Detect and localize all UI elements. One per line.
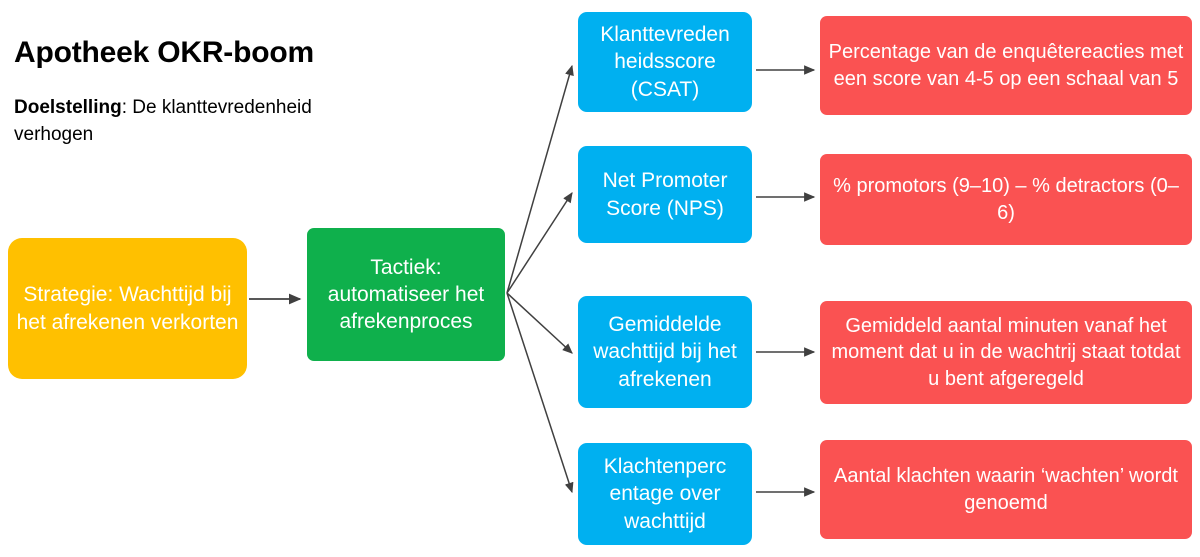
kpi-node-3-label: Gemiddelde wachttijd bij het afrekenen [593,313,737,391]
strategy-node[interactable]: Strategie: Wachttijd bij het afrekenen v… [8,238,247,379]
arrow-tactic-to-kpi-3 [506,292,573,354]
tactic-node-label: Tactiek: automatiseer het afrekenproces [327,255,485,334]
objective-separator: : [121,97,133,118]
arrow-tactic-to-kpi-1 [506,64,574,294]
objective-text: De klanttevredenheid verhogen [14,97,312,145]
kpi-node-4[interactable]: Klachtenperc entage over wachttijd [578,443,752,545]
description-node-3[interactable]: Gemiddeld aantal minuten vanaf het momen… [820,301,1192,404]
description-node-4[interactable]: Aantal klachten waarin ‘wachten’ wordt g… [820,440,1192,539]
description-node-3-text: Gemiddeld aantal minuten vanaf het momen… [831,314,1181,390]
arrow-tactic-to-kpi-4 [506,292,574,494]
kpi-node-1[interactable]: Klanttevreden heidsscore (CSAT) [578,12,752,112]
objective-statement: Doelstelling: De klanttevredenheid verho… [14,95,344,149]
strategy-node-label: Strategie: Wachttijd bij het afrekenen v… [16,283,239,334]
description-node-1-text: Percentage van de enquêtereacties met ee… [828,41,1184,90]
kpi-node-4-label: Klachtenperc entage over wachttijd [603,455,727,533]
arrow-tactic-to-kpi-2 [506,191,573,294]
kpi-node-2[interactable]: Net Promoter Score (NPS) [578,146,752,243]
description-node-1[interactable]: Percentage van de enquêtereacties met ee… [820,16,1192,115]
description-node-2-text: % promotors (9–10) – % detractors (0–6) [833,175,1179,224]
kpi-node-3[interactable]: Gemiddelde wachttijd bij het afrekenen [578,296,752,408]
tactic-node[interactable]: Tactiek: automatiseer het afrekenproces [307,228,505,361]
page-title: Apotheek OKR-boom [14,36,314,69]
objective-label: Doelstelling [14,97,122,118]
description-node-2[interactable]: % promotors (9–10) – % detractors (0–6) [820,154,1192,245]
kpi-node-1-label: Klanttevreden heidsscore (CSAT) [600,23,730,101]
kpi-node-2-label: Net Promoter Score (NPS) [602,169,728,220]
description-node-4-text: Aantal klachten waarin ‘wachten’ wordt g… [834,465,1178,514]
